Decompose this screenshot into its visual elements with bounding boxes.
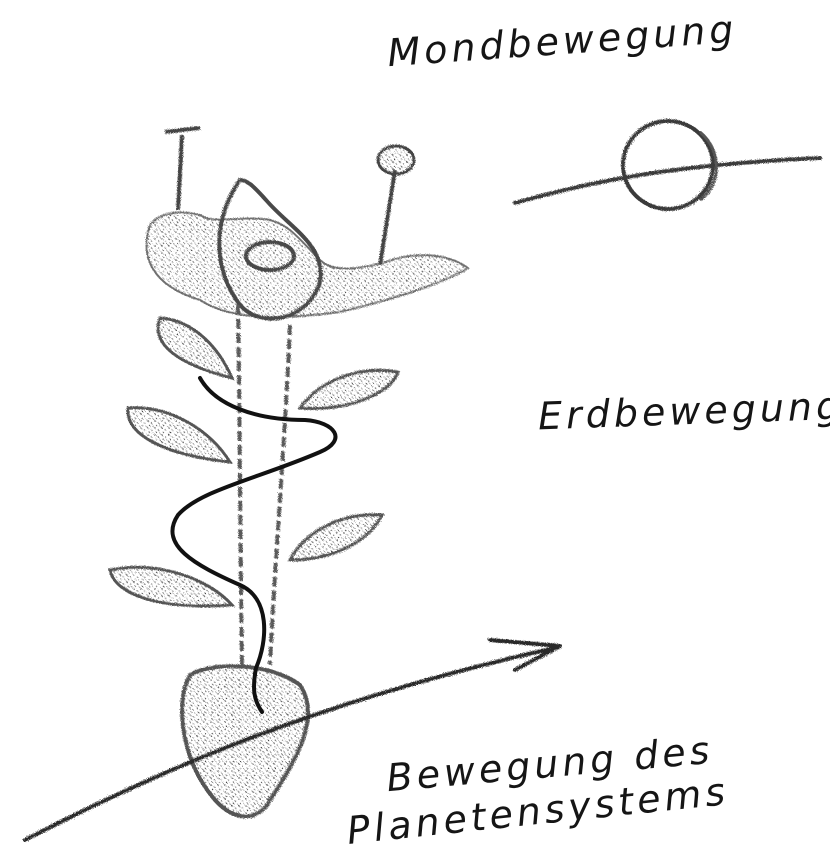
plant-leaf [158,318,232,378]
plant-leaf [128,408,230,462]
plant-stem-right [270,325,290,665]
moon-icon [623,121,713,209]
plant-sketch [110,128,468,817]
moon-orbit [515,121,820,209]
moon-orbit-path [515,158,820,203]
plant-stem-left [238,305,242,665]
plant-leaf [300,370,398,408]
earth-movement-label: Erdbewegung [537,387,830,436]
plant-leaf [290,515,382,560]
